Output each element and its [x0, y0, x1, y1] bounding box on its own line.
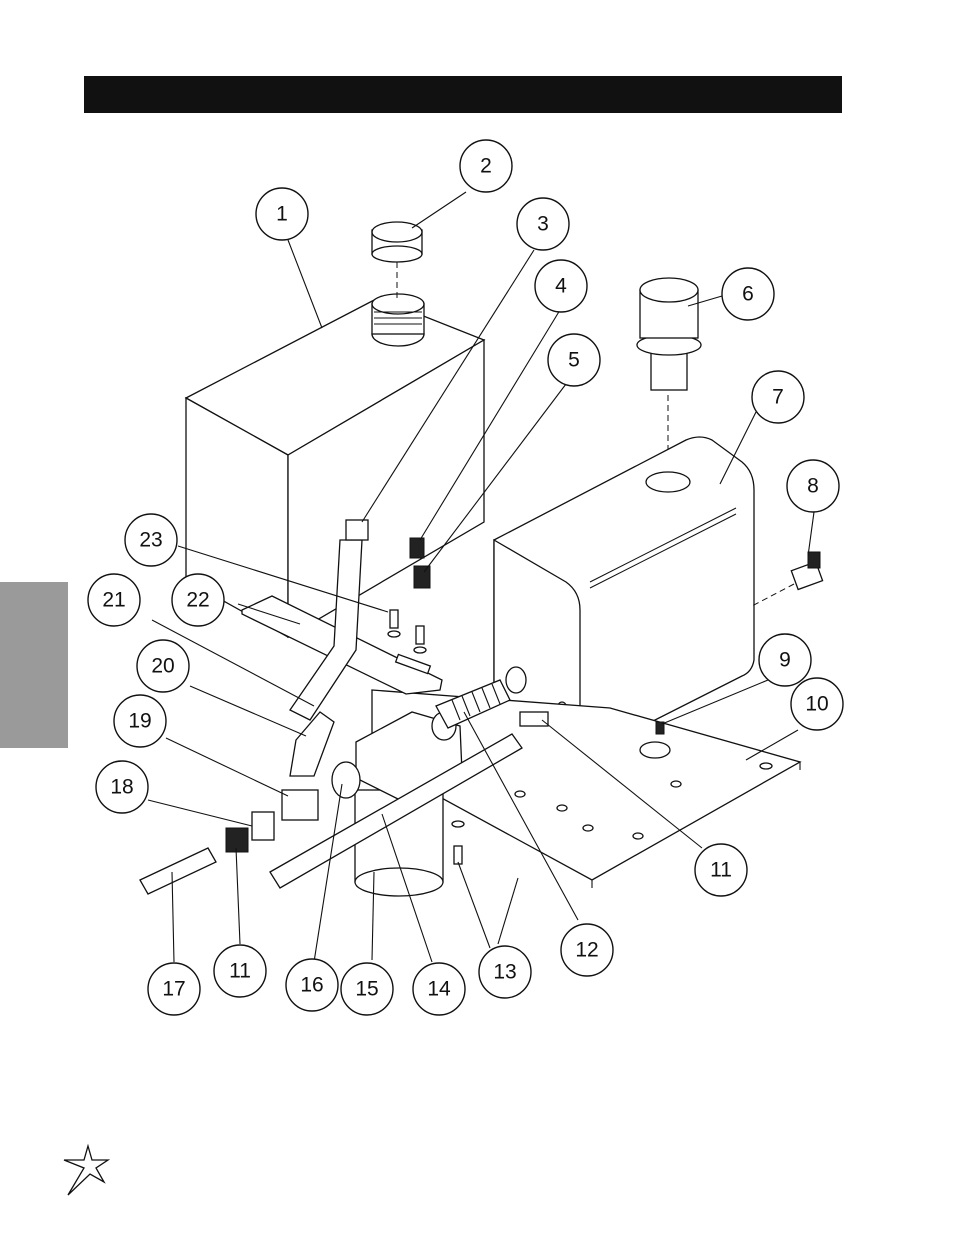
callout-20: 20: [136, 639, 190, 693]
callout-11-right: 11: [694, 843, 748, 897]
callout-label: 2: [480, 155, 492, 178]
callout-22: 22: [171, 573, 225, 627]
elbow-fitting: [751, 551, 824, 607]
corrugated-hose: [435, 679, 549, 729]
callout-label: 22: [186, 589, 209, 612]
callout-1: 1: [255, 187, 309, 241]
callout-10: 10: [790, 677, 844, 731]
callout-8: 8: [786, 459, 840, 513]
header-bar: [84, 76, 842, 113]
callout-16: 16: [285, 958, 339, 1012]
callout-label: 10: [805, 693, 828, 716]
filler-cap: [371, 221, 423, 300]
callout-label: 23: [139, 529, 162, 552]
callout-label: 5: [568, 349, 580, 372]
callout-label: 20: [151, 655, 174, 678]
breather-filter: [636, 277, 702, 470]
callout-23: 23: [124, 513, 178, 567]
callout-label: 1: [276, 203, 288, 226]
callout-label: 11: [229, 960, 251, 983]
callout-label: 11: [710, 859, 732, 882]
callout-label: 19: [128, 710, 151, 733]
callout-14: 14: [412, 962, 466, 1016]
callout-15: 15: [340, 962, 394, 1016]
callout-label: 21: [102, 589, 125, 612]
callout-7: 7: [751, 370, 805, 424]
callout-3: 3: [516, 197, 570, 251]
callout-9: 9: [758, 633, 812, 687]
callout-12: 12: [560, 923, 614, 977]
callout-label: 14: [427, 978, 451, 1001]
callout-label: 9: [779, 649, 791, 672]
bolts: [387, 609, 665, 865]
filter-assembly: [269, 711, 523, 897]
callout-label: 4: [555, 275, 567, 298]
callout-label: 13: [493, 961, 516, 984]
callout-2: 2: [459, 139, 513, 193]
callout-label: 16: [300, 974, 323, 997]
callout-19: 19: [113, 694, 167, 748]
callout-4: 4: [534, 259, 588, 313]
callout-13: 13: [478, 945, 532, 999]
callout-label: 3: [537, 213, 549, 236]
section-tab: [0, 582, 68, 748]
star-burst-logo-icon: [63, 1143, 111, 1196]
inlet-fittings: [139, 711, 335, 895]
hose-and-fittings: [289, 519, 431, 721]
callout-label: 6: [742, 283, 754, 306]
callout-17: 17: [147, 962, 201, 1016]
callout-label: 7: [772, 386, 784, 409]
callout-label: 18: [110, 776, 133, 799]
callout-6: 6: [721, 267, 775, 321]
callout-11-left: 11: [213, 944, 267, 998]
callout-label: 12: [575, 939, 598, 962]
callout-label: 15: [355, 978, 378, 1001]
callout-21: 21: [87, 573, 141, 627]
callout-label: 8: [807, 475, 819, 498]
callout-5: 5: [547, 333, 601, 387]
callout-18: 18: [95, 760, 149, 814]
callout-label: 17: [162, 978, 185, 1001]
leader-lines: [147, 191, 815, 963]
tank-reservoir: [184, 293, 486, 639]
